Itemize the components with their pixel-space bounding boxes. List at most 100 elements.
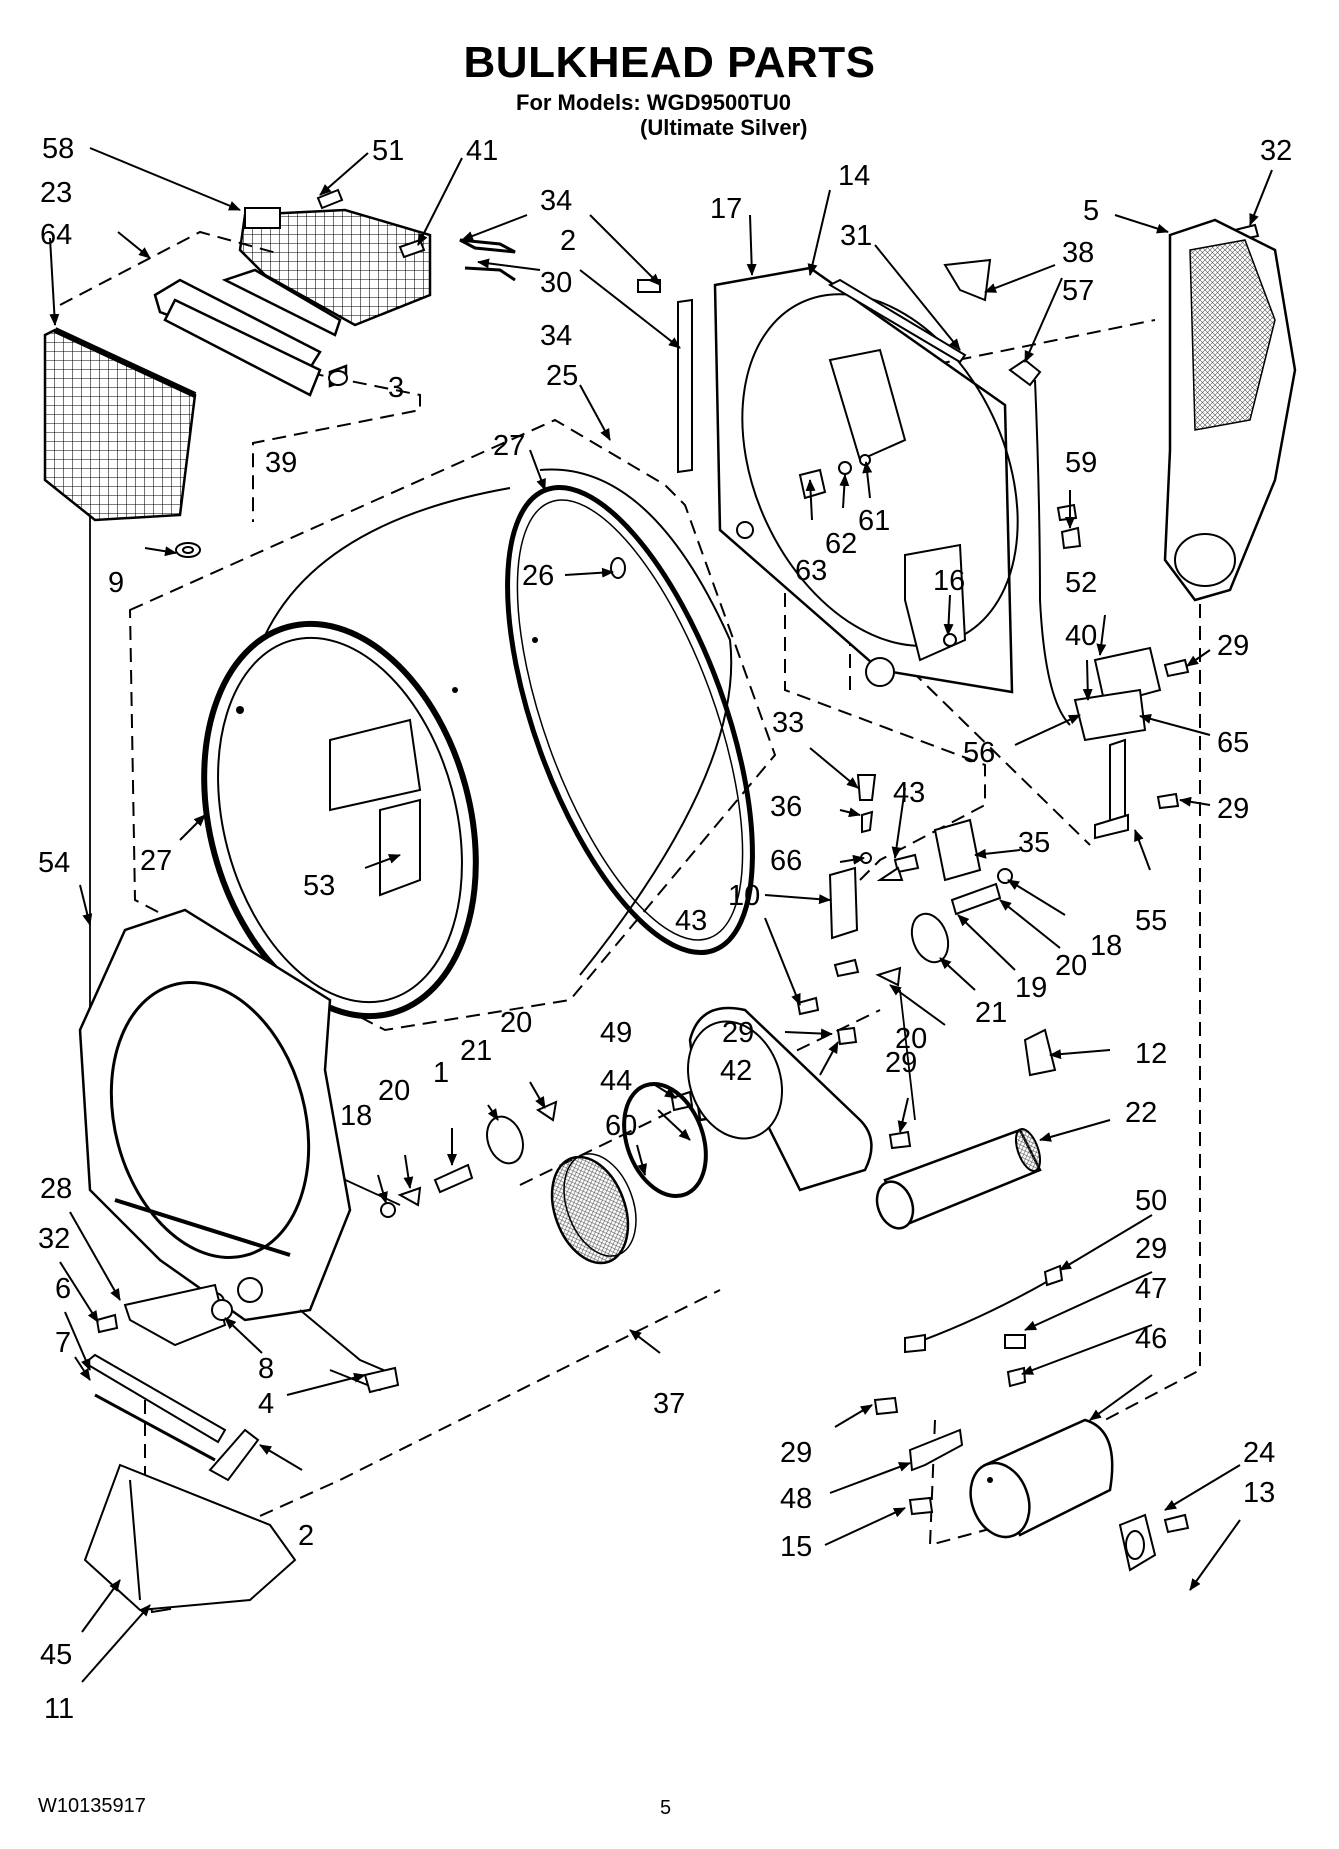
callout-60: 60 <box>605 1110 637 1142</box>
callout-41: 41 <box>466 135 498 167</box>
callout-22: 22 <box>1125 1097 1157 1129</box>
callout-12: 12 <box>1135 1038 1167 1070</box>
front-bracket-parts <box>828 774 982 940</box>
callout-2: 2 <box>560 225 576 257</box>
callout-27: 27 <box>493 430 525 462</box>
callout-11: 11 <box>44 1693 74 1725</box>
callout-labels: 58 51 41 34 23 64 2 30 34 3 39 25 27 17 … <box>38 133 1292 1725</box>
seal-strip-part <box>827 278 967 364</box>
lint-screen-part <box>43 327 197 522</box>
assembly-outlines <box>59 230 1201 1620</box>
front-bulkhead-part <box>78 908 352 1322</box>
pad-part <box>943 258 992 302</box>
callout-39: 39 <box>265 447 297 479</box>
callout-7: 7 <box>55 1327 71 1359</box>
callout-65: 65 <box>1217 727 1249 759</box>
lint-trap-frame-parts <box>153 268 348 397</box>
callout-27: 27 <box>140 845 172 877</box>
callout-20: 20 <box>378 1075 410 1107</box>
callout-35: 35 <box>1018 827 1050 859</box>
callout-17: 17 <box>710 193 742 225</box>
callout-51: 51 <box>372 135 404 167</box>
gas-valve-assembly <box>1073 646 1162 840</box>
sensor-part <box>1006 1366 1027 1388</box>
callout-31: 31 <box>840 220 872 252</box>
callout-62: 62 <box>825 528 857 560</box>
callout-26: 26 <box>522 560 554 592</box>
callout-19: 19 <box>1015 972 1047 1004</box>
callout-46: 46 <box>1135 1323 1167 1355</box>
page-number: 5 <box>660 1797 672 1819</box>
callout-6: 6 <box>55 1273 71 1305</box>
wire-part <box>904 1264 1064 1354</box>
drum-roller-parts-right <box>875 866 1013 987</box>
callout-33: 33 <box>772 707 804 739</box>
callout-15: 15 <box>780 1531 812 1563</box>
spring-part <box>328 370 348 386</box>
callout-43: 43 <box>893 777 925 809</box>
callout-45: 45 <box>40 1639 72 1671</box>
callout-57: 57 <box>1062 275 1094 307</box>
callout-52: 52 <box>1065 567 1097 599</box>
callout-21: 21 <box>460 1035 492 1067</box>
drum-roller-parts-left <box>380 1100 558 1218</box>
callout-5: 5 <box>1083 195 1099 227</box>
callout-29: 29 <box>1217 793 1249 825</box>
callout-43: 43 <box>675 905 707 937</box>
callout-50: 50 <box>1135 1185 1167 1217</box>
callout-49: 49 <box>600 1017 632 1049</box>
mounting-bracket-part <box>908 1428 964 1472</box>
callout-59: 59 <box>1065 447 1097 479</box>
harness-part <box>1008 358 1071 726</box>
callout-23: 23 <box>40 177 72 209</box>
rear-bulkhead-part <box>713 266 1019 694</box>
thermostat-part <box>1118 1513 1157 1572</box>
bracket-clips-part <box>459 238 516 282</box>
callout-14: 14 <box>838 160 870 192</box>
callout-44: 44 <box>600 1065 632 1097</box>
bracket-part <box>1023 1028 1057 1077</box>
callout-1: 1 <box>433 1057 449 1089</box>
callout-13: 13 <box>1243 1477 1275 1509</box>
callout-32: 32 <box>38 1223 70 1255</box>
hinge-strip-part <box>677 298 693 474</box>
leader-arrows <box>49 147 1273 1683</box>
callout-34: 34 <box>540 185 572 217</box>
document-number: W10135917 <box>38 1795 146 1817</box>
callout-53: 53 <box>303 870 335 902</box>
callout-29: 29 <box>885 1047 917 1079</box>
grommet-part <box>175 542 201 558</box>
lower-left-parts <box>83 1283 400 1612</box>
callout-58: 58 <box>42 133 74 165</box>
callout-21: 21 <box>975 997 1007 1029</box>
callout-47: 47 <box>1135 1273 1167 1305</box>
callout-20: 20 <box>895 1023 927 1055</box>
callout-63: 63 <box>795 555 827 587</box>
callout-28: 28 <box>40 1173 72 1205</box>
callout-40: 40 <box>1065 620 1097 652</box>
callout-38: 38 <box>1062 237 1094 269</box>
callout-10: 10 <box>728 880 760 912</box>
callout-20: 20 <box>500 1007 532 1039</box>
callout-42: 42 <box>720 1055 752 1087</box>
callout-37: 37 <box>653 1388 685 1420</box>
callout-55: 55 <box>1135 905 1167 937</box>
callout-9: 9 <box>108 567 124 599</box>
blower-seal-part <box>622 1081 708 1199</box>
callout-18: 18 <box>340 1100 372 1132</box>
callout-16: 16 <box>933 565 965 597</box>
blower-wheel-part <box>550 1153 637 1265</box>
callout-29: 29 <box>722 1017 754 1049</box>
drum-part <box>201 468 755 1020</box>
model-variant: (Ultimate Silver) <box>640 115 808 140</box>
callout-32: 32 <box>1260 135 1292 167</box>
callout-36: 36 <box>770 791 802 823</box>
callout-24: 24 <box>1243 1437 1275 1469</box>
models-line: For Models: WGD9500TU0 <box>516 90 792 115</box>
callout-29: 29 <box>1135 1233 1167 1265</box>
page-title: BULKHEAD PARTS <box>463 38 876 87</box>
callout-30: 30 <box>540 267 572 299</box>
callout-29: 29 <box>1217 630 1249 662</box>
callout-66: 66 <box>770 845 802 877</box>
